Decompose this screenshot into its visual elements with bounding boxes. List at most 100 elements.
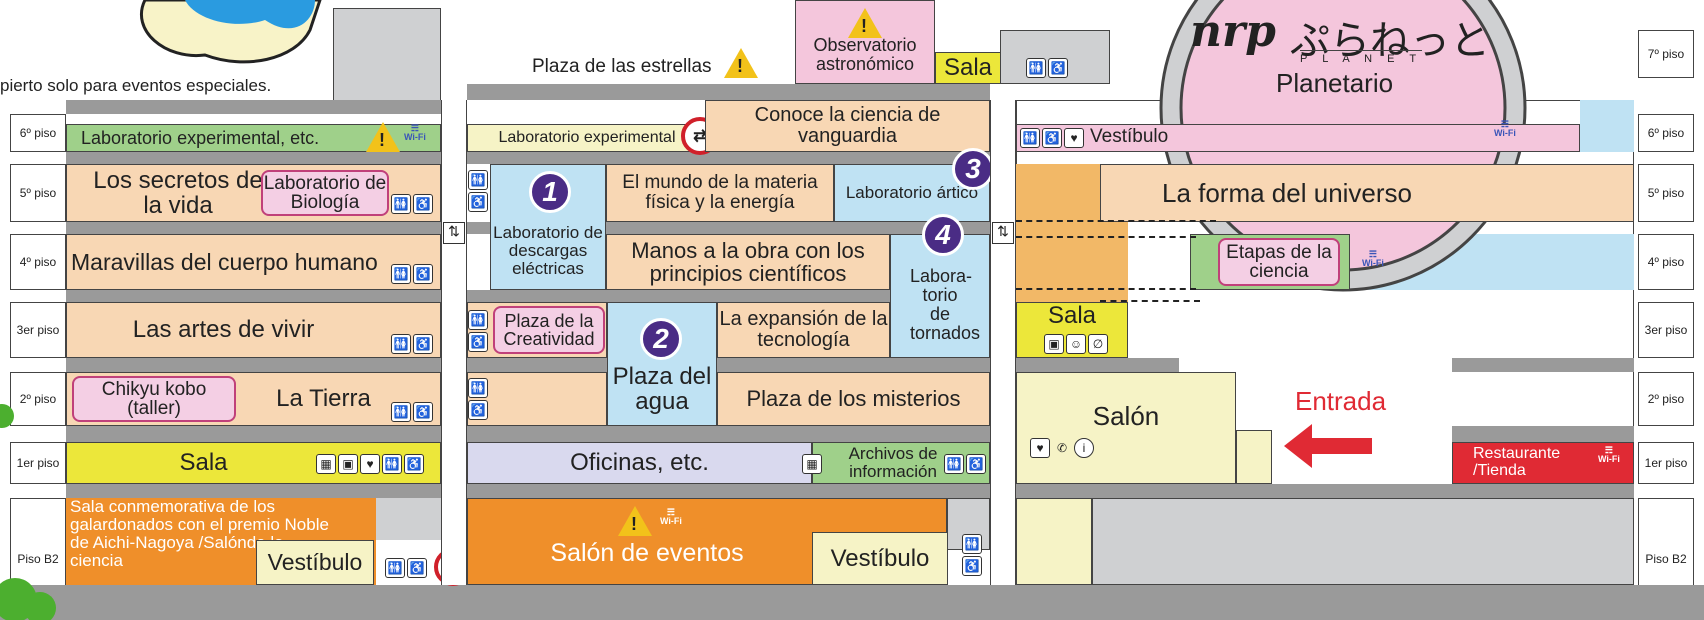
- tecnologia: La expansión de la tecnología: [717, 302, 890, 358]
- facility-icons: 🚻♿♥: [1020, 128, 1084, 148]
- decorative-cloud: [140, 0, 322, 64]
- warning-icon: !: [366, 122, 400, 152]
- west-f1-label: Sala: [179, 449, 228, 477]
- slab: [66, 152, 441, 164]
- slab: [1452, 358, 1634, 372]
- universo-label: La forma del universo: [1161, 177, 1413, 208]
- floor-label-r-2: 2º piso: [1638, 372, 1694, 426]
- west-b2-grey: [376, 498, 441, 540]
- wheelchair-icon: ♿: [404, 454, 424, 474]
- center-f6-vanguardia-label: Conoce la ciencia de vanguardia: [754, 104, 941, 147]
- floor-label-5: 5º piso: [10, 164, 66, 222]
- manos-label: Manos a la obra con los principios cient…: [631, 237, 865, 286]
- greenery: [0, 578, 56, 620]
- west-b2-vestibulo: Vestíbulo: [256, 540, 374, 585]
- restroom-icon: 🚻: [962, 534, 982, 554]
- slab: [467, 484, 990, 498]
- west-b2-label: Sala conmemorativa de los galardonados c…: [70, 497, 329, 570]
- marker-2: 2: [640, 318, 682, 360]
- aed-icon: ♥: [360, 454, 380, 474]
- planet-sub: P L A N E T: [1300, 50, 1423, 65]
- entrada-label: Entrada: [1295, 386, 1387, 416]
- slab: [467, 152, 990, 164]
- wheelchair-icon: ♿: [468, 400, 488, 420]
- west-f4-cuerpo: Maravillas del cuerpo humano: [66, 234, 441, 290]
- slab: [66, 358, 441, 372]
- facility-icons: 🚻♿: [944, 454, 986, 474]
- center-f6-vanguardia: Conoce la ciencia de vanguardia: [705, 100, 990, 152]
- center-f6-lab: Laboratorio experimental: [467, 124, 707, 152]
- floor-label-r-3: 3er piso: [1638, 302, 1694, 358]
- wheelchair-icon: ♿: [413, 402, 433, 422]
- warning-icon: !: [724, 48, 758, 78]
- elevator-icon: ⇅: [443, 222, 465, 244]
- floor-label-4: 4º piso: [10, 234, 66, 290]
- planetario-label: Planetario: [1276, 68, 1394, 98]
- wifi-icon: ☴Wi-Fi: [660, 507, 682, 526]
- observatorio-label: Observatorio astronómico: [813, 35, 917, 74]
- sala3-label: Sala: [1047, 302, 1097, 329]
- floor-label-r-6: 6º piso: [1638, 114, 1694, 152]
- tag-creatividad: Plaza de la Creatividad: [493, 306, 605, 354]
- slab: [1016, 484, 1634, 498]
- passage-dashed: [1016, 220, 1216, 222]
- slab: [66, 290, 441, 302]
- west-f6-label: Laboratorio experimental, etc.: [81, 127, 320, 148]
- universo-band: La forma del universo: [1100, 164, 1634, 222]
- wheelchair-icon: ♿: [468, 192, 488, 212]
- facility-icons: ♥✆i: [1030, 438, 1094, 458]
- floor-label-2: 2º piso: [10, 372, 66, 426]
- facility-icons: 🚻♿: [1026, 58, 1068, 78]
- west-f5-label: Los secretos de la vida: [93, 166, 263, 219]
- agua-label: Plaza del agua: [612, 362, 712, 415]
- slab: [467, 84, 990, 100]
- warning-icon: !: [618, 506, 652, 536]
- east-f6-blue: [1580, 100, 1634, 152]
- floor-label-6: 6º piso: [10, 114, 66, 152]
- archivos-label: Archivos de información: [848, 444, 938, 481]
- oficinas: Oficinas, etc.: [467, 442, 812, 484]
- wheelchair-icon: ♿: [1042, 128, 1062, 148]
- top-note: pierto solo para eventos especiales.: [0, 76, 272, 95]
- oficinas-label: Oficinas, etc.: [570, 449, 709, 477]
- aed-icon: ♥: [1064, 128, 1084, 148]
- greenery: [0, 404, 14, 428]
- slab: [1016, 358, 1179, 372]
- misterios: Plaza de los misterios: [717, 372, 990, 426]
- plaza-estrellas-label: Plaza de las estrellas: [532, 56, 712, 77]
- floor-label-r-1: 1er piso: [1638, 442, 1694, 484]
- center-f2-left: [467, 372, 607, 426]
- restroom-icon: 🚻: [382, 454, 402, 474]
- elevator-icon: ⇅: [992, 222, 1014, 244]
- materia: El mundo de la materia física y la energ…: [606, 164, 834, 222]
- misterios-label: Plaza de los misterios: [746, 386, 961, 412]
- west-b2-vest-label: Vestíbulo: [267, 549, 363, 576]
- restroom-icon: 🚻: [391, 264, 411, 284]
- slab: [1452, 426, 1634, 442]
- vestibulo6-label: Vestíbulo: [1090, 126, 1169, 147]
- marker-4: 4: [922, 214, 964, 256]
- stair-shaft-east: [990, 100, 1016, 585]
- west-f4-label: Maravillas del cuerpo humano: [71, 248, 378, 275]
- facility-icons: 🚻♿: [391, 194, 433, 214]
- slab: [66, 426, 441, 442]
- slab: [66, 222, 441, 234]
- facility-icons: 🚻♿: [962, 534, 982, 576]
- facility-icons: ▦▣♥🚻♿: [316, 454, 424, 474]
- tower-west: [333, 8, 441, 108]
- passage-dashed: [1100, 300, 1200, 302]
- west-f3-artes: Las artes de vivir: [66, 302, 441, 358]
- restroom-icon: 🚻: [1020, 128, 1040, 148]
- wifi-icon: ☴Wi-Fi: [1598, 445, 1620, 464]
- locker-icon: ▦: [802, 454, 822, 474]
- wheelchair-icon: ♿: [407, 558, 427, 578]
- restroom-icon: 🚻: [944, 454, 964, 474]
- salon-label: Salón: [1092, 401, 1160, 431]
- slab: [0, 585, 1704, 620]
- aed-icon: ♥: [1030, 438, 1050, 458]
- wheelchair-icon: ♿: [413, 194, 433, 214]
- marker-1: 1: [529, 171, 571, 213]
- salon: Salón: [1016, 372, 1236, 484]
- smoking-icon: ∅: [1088, 334, 1108, 354]
- vending-icon: ▣: [338, 454, 358, 474]
